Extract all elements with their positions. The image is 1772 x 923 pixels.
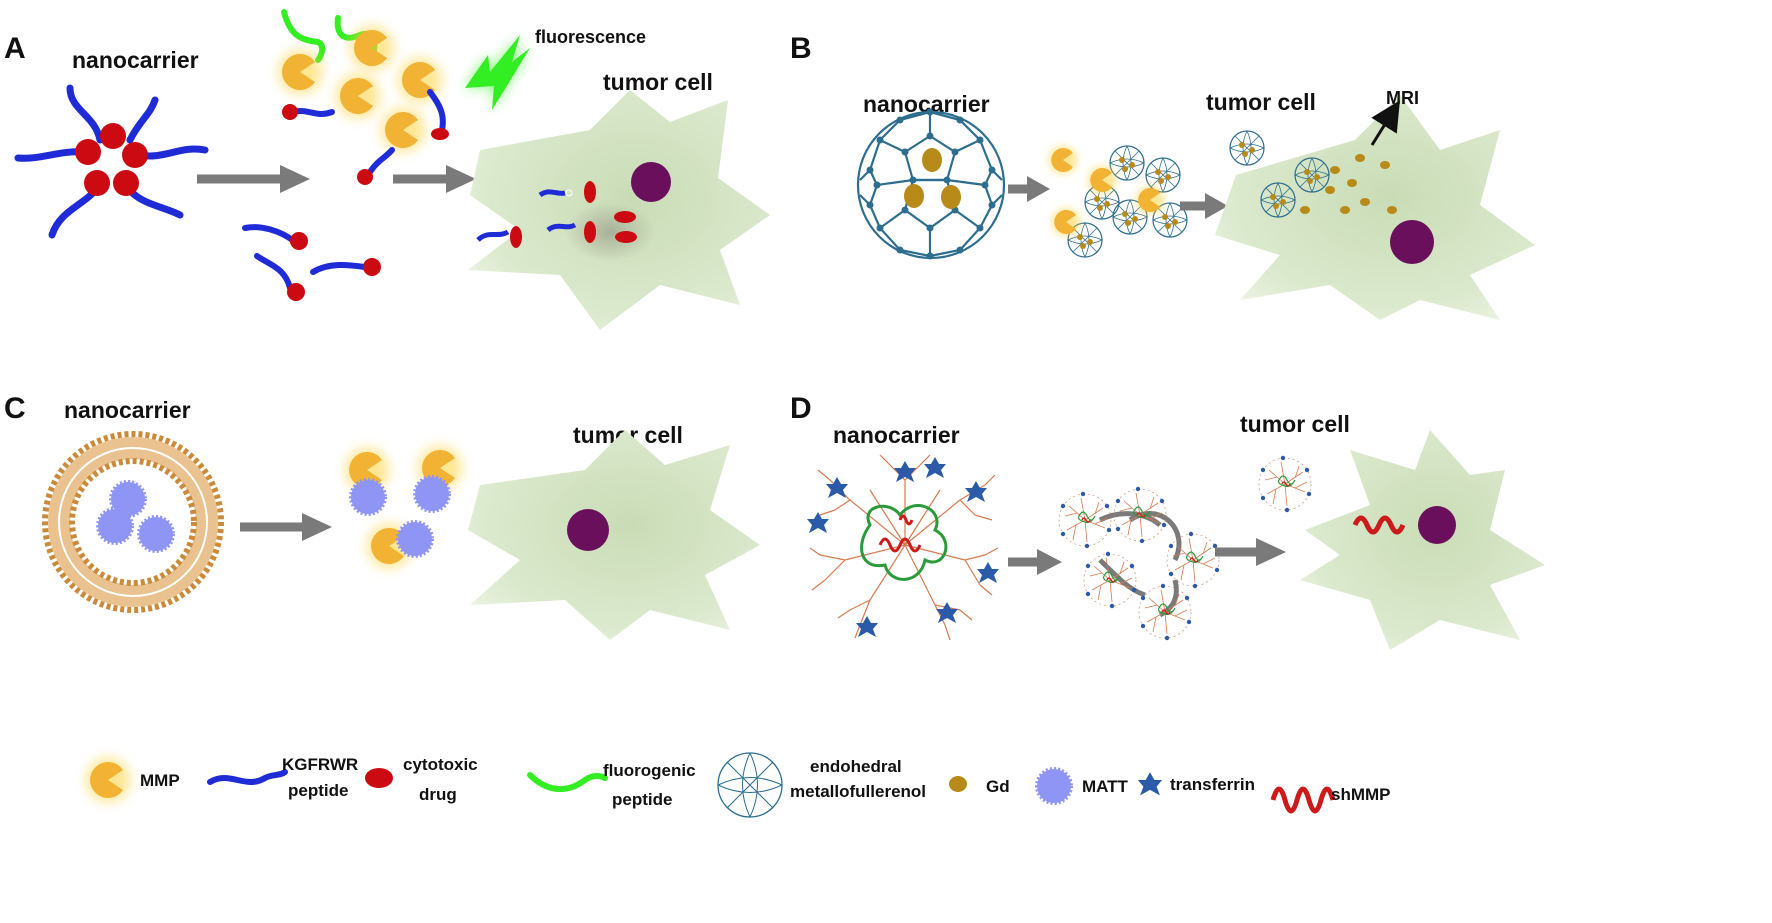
arrow-d2 xyxy=(1215,538,1286,566)
fluorescence-label: fluorescence xyxy=(535,27,646,47)
legend-transferrin-icon xyxy=(1137,772,1163,796)
mri-label: MRI xyxy=(1386,88,1419,108)
cleaved-dendrimers xyxy=(1058,486,1220,641)
nucleus-c xyxy=(567,509,609,551)
legend-kgfrwr-1: KGFRWR xyxy=(282,755,358,774)
legend-fullerenol-icon xyxy=(717,752,783,818)
lightning-icon xyxy=(465,35,530,110)
legend-transferrin: transferrin xyxy=(1170,775,1255,794)
gd-release-b xyxy=(1229,130,1397,218)
panel-b: B nanocarrier xyxy=(790,32,1535,320)
legend-gd: Gd xyxy=(986,777,1010,796)
nucleus-a xyxy=(631,162,671,202)
legend-fluoro-1: fluorogenic xyxy=(603,761,696,780)
micelle-nanocarrier xyxy=(14,84,209,239)
legend-matt-icon xyxy=(1035,767,1073,805)
panel-c-letter: C xyxy=(4,392,26,425)
shmmp-in-cell xyxy=(1352,515,1406,535)
release-zone xyxy=(565,202,655,262)
legend-kgfrwr-2: peptide xyxy=(288,781,348,800)
panel-c-nanocarrier-label: nanocarrier xyxy=(64,397,191,423)
mri-arrow xyxy=(1370,100,1400,146)
mmp-fullerenes-b xyxy=(1049,145,1188,258)
nucleus-d xyxy=(1418,506,1456,544)
legend-fluorogenic-icon xyxy=(527,772,608,793)
panel-a-nanocarrier-label: nanocarrier xyxy=(72,47,199,73)
legend-fullerenol-2: metallofullerenol xyxy=(790,782,926,801)
tumor-cell-d xyxy=(1300,430,1545,650)
tumor-cell-b xyxy=(1215,95,1535,320)
panel-b-tumor-label: tumor cell xyxy=(1206,89,1316,115)
arrow-a2 xyxy=(393,165,476,193)
legend-fluoro-2: peptide xyxy=(612,790,672,809)
mmp-matt-c xyxy=(345,446,462,568)
legend-peptide-icon xyxy=(207,769,288,785)
panel-d-nanocarrier-label: nanocarrier xyxy=(833,422,960,448)
dendrimer-entering xyxy=(1258,455,1312,513)
panel-a-tumor-label: tumor cell xyxy=(603,69,713,95)
legend-shmmp-icon xyxy=(1270,786,1336,814)
panel-d: D nanocarrier xyxy=(790,392,1545,650)
gd-in-fullerene xyxy=(904,148,961,209)
cleaved-fragments xyxy=(242,89,449,301)
legend-drug-icon xyxy=(365,768,393,788)
legend-fullerenol-1: endohedral xyxy=(810,757,902,776)
nucleus-b xyxy=(1390,220,1434,264)
legend-drug-1: cytotoxic xyxy=(403,755,478,774)
legend-gd-icon xyxy=(949,776,967,792)
mmp-group-a xyxy=(278,26,442,152)
legend-drug-2: drug xyxy=(419,785,457,804)
panel-c: C nanocarrier tumor cell xyxy=(4,392,760,640)
panel-b-letter: B xyxy=(790,32,812,65)
arrow-b1 xyxy=(1008,176,1050,202)
panel-a: A nanocarrier xyxy=(4,9,770,330)
panel-a-letter: A xyxy=(4,32,26,65)
legend-matt: MATT xyxy=(1082,777,1129,796)
liposome-nanocarrier xyxy=(42,431,224,613)
legend: MMP KGFRWR peptide cytotoxic drug fluoro… xyxy=(86,752,1391,818)
dendrimer-nanocarrier xyxy=(807,454,999,641)
arrow-b2 xyxy=(1180,193,1228,219)
panel-d-tumor-label: tumor cell xyxy=(1240,411,1350,437)
transferrin-stars xyxy=(807,457,999,637)
released-drugs xyxy=(476,181,637,248)
legend-mmp-icon xyxy=(86,758,130,802)
fullerene-nodes xyxy=(866,108,996,260)
arrow-c1 xyxy=(240,513,332,541)
arrow-a1 xyxy=(197,165,310,193)
arrow-d1 xyxy=(1008,549,1062,575)
legend-mmp: MMP xyxy=(140,771,180,790)
legend-shmmp: shMMP xyxy=(1331,785,1391,804)
micelle-core xyxy=(75,123,148,196)
panel-d-letter: D xyxy=(790,392,812,425)
tumor-cell-c xyxy=(468,430,760,640)
